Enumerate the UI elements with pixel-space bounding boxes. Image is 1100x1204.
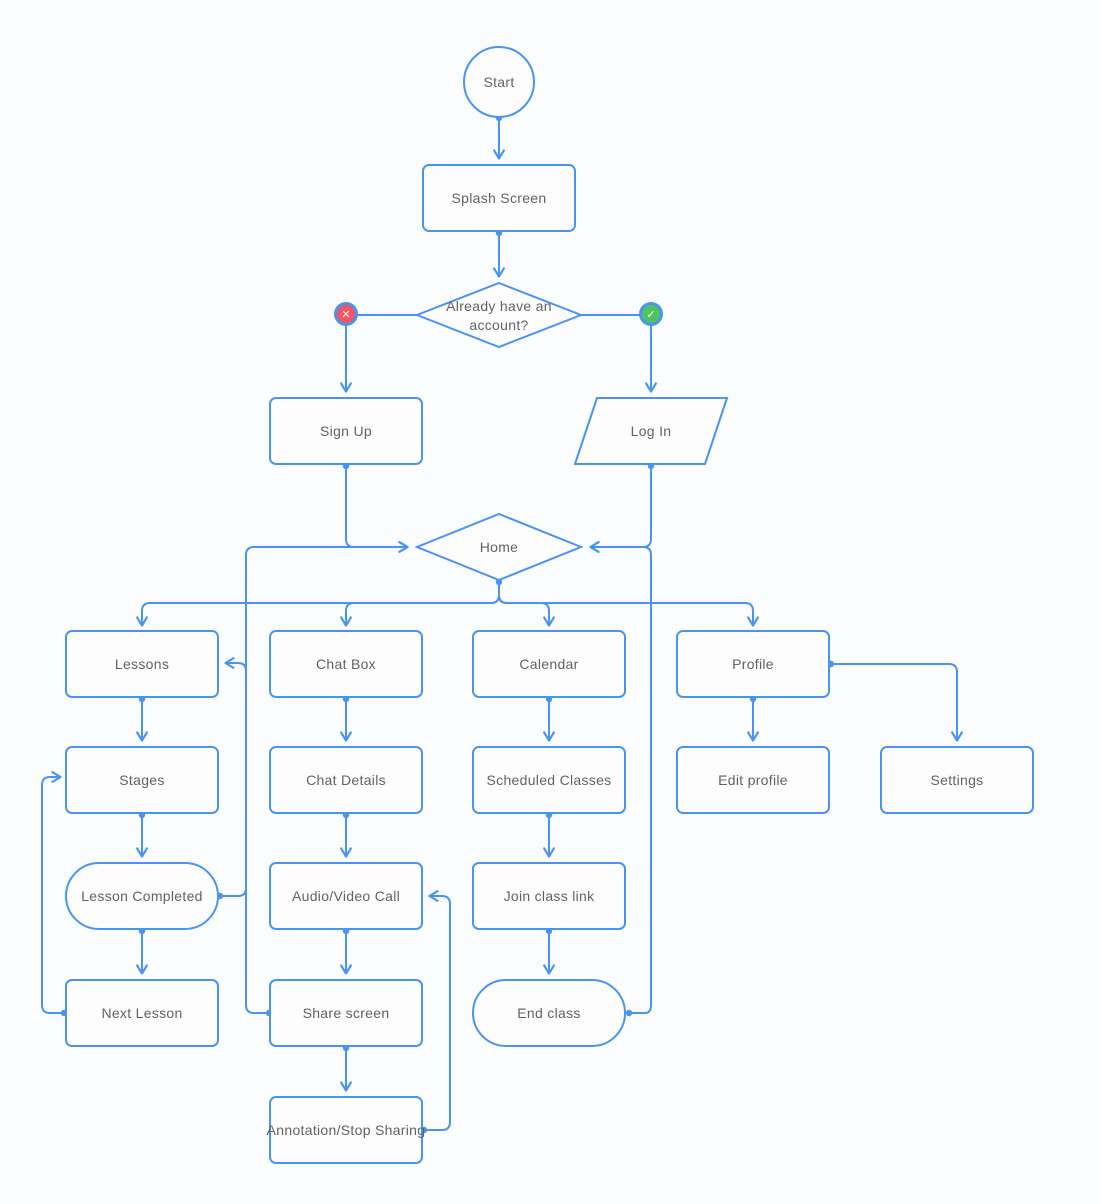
audio-video-call-label: Audio/Video Call — [292, 888, 400, 904]
profile-shape[interactable] — [676, 630, 830, 698]
profile-label: Profile — [732, 656, 774, 672]
chat-box-shape[interactable] — [269, 630, 423, 698]
end-class-label: End class — [517, 1005, 580, 1021]
lessons-label: Lessons — [115, 656, 169, 672]
connector-dot — [625, 1009, 633, 1017]
node-scheduled-classes: Scheduled Classes — [472, 746, 626, 814]
node-log-in: Log In — [573, 397, 729, 465]
edge-decision-login[interactable] — [580, 314, 657, 393]
account-decision-label-line2: account? — [469, 317, 528, 333]
account-decision-label-line1: Already have an — [446, 298, 552, 314]
node-audio-video-call: Audio/Video Call — [269, 862, 423, 930]
node-settings: Settings — [880, 746, 1034, 814]
nodes: Start Splash Screen Already have an acco… — [65, 46, 1034, 1164]
edge-login-home[interactable] — [589, 465, 652, 553]
node-annotation-stop-sharing: Annotation/Stop Sharing — [267, 1096, 426, 1164]
chat-details-shape[interactable] — [269, 746, 423, 814]
join-class-link-shape[interactable] — [472, 862, 626, 930]
account-decision-shape[interactable] — [414, 281, 584, 349]
share-screen-shape[interactable] — [269, 979, 423, 1047]
edge-home-chatbox[interactable] — [340, 581, 500, 627]
edge-profile-settings[interactable] — [830, 663, 963, 742]
share-screen-label: Share screen — [303, 1005, 390, 1021]
node-home: Home — [414, 512, 584, 582]
scheduled-classes-label: Scheduled Classes — [487, 772, 612, 788]
node-start: Start — [463, 46, 535, 118]
chat-details-label: Chat Details — [306, 772, 386, 788]
node-next-lesson: Next Lesson — [65, 979, 219, 1047]
calendar-shape[interactable] — [472, 630, 626, 698]
end-class-shape[interactable] — [472, 979, 626, 1047]
sign-up-label: Sign Up — [320, 423, 372, 439]
splash-screen-shape[interactable] — [422, 164, 576, 232]
node-sign-up: Sign Up — [269, 397, 423, 465]
no-badge-icon[interactable] — [334, 302, 358, 326]
edge-endclass-home[interactable] — [589, 541, 652, 1014]
badge-no: ✕ — [334, 302, 358, 326]
badges: ✕ ✓ — [334, 302, 663, 326]
node-join-class-link: Join class link — [472, 862, 626, 930]
badge-yes: ✓ — [639, 302, 663, 326]
edge-signup-home[interactable] — [345, 465, 409, 553]
check-icon: ✓ — [646, 308, 655, 321]
scheduled-classes-shape[interactable] — [472, 746, 626, 814]
log-in-shape[interactable] — [573, 397, 729, 465]
lessons-shape[interactable] — [65, 630, 219, 698]
sign-up-shape[interactable] — [269, 397, 423, 465]
edit-profile-shape[interactable] — [676, 746, 830, 814]
annotation-stop-sharing-label: Annotation/Stop Sharing — [267, 1122, 426, 1138]
node-edit-profile: Edit profile — [676, 746, 830, 814]
stages-shape[interactable] — [65, 746, 219, 814]
stages-label: Stages — [119, 772, 164, 788]
lesson-completed-label: Lesson Completed — [81, 888, 203, 904]
audio-video-call-shape[interactable] — [269, 862, 423, 930]
edge-lessoncompleted-lessons[interactable] — [219, 657, 247, 897]
settings-shape[interactable] — [880, 746, 1034, 814]
edge-annotation-audiovideo[interactable] — [423, 890, 451, 1131]
node-share-screen: Share screen — [269, 979, 423, 1047]
chat-box-label: Chat Box — [316, 656, 376, 672]
yes-badge-icon[interactable] — [639, 302, 663, 326]
annotation-stop-sharing-shape[interactable] — [269, 1096, 423, 1164]
node-end-class: End class — [472, 979, 626, 1047]
next-lesson-shape[interactable] — [65, 979, 219, 1047]
calendar-label: Calendar — [519, 656, 578, 672]
x-icon: ✕ — [341, 308, 350, 321]
lesson-completed-shape[interactable] — [65, 862, 219, 930]
log-in-label: Log In — [631, 423, 672, 439]
node-chat-box: Chat Box — [269, 630, 423, 698]
home-label: Home — [480, 539, 519, 555]
edit-profile-label: Edit profile — [718, 772, 788, 788]
node-splash-screen: Splash Screen — [422, 164, 576, 232]
node-account-decision: Already have an account? — [414, 281, 584, 349]
node-lesson-completed: Lesson Completed — [65, 862, 219, 930]
node-profile: Profile — [676, 630, 830, 698]
node-stages: Stages — [65, 746, 219, 814]
splash-screen-label: Splash Screen — [452, 190, 547, 206]
edge-home-profile[interactable] — [498, 581, 759, 627]
home-shape[interactable] — [414, 512, 584, 582]
next-lesson-label: Next Lesson — [101, 1005, 182, 1021]
start-label: Start — [483, 74, 514, 90]
edge-nextlesson-stages[interactable] — [41, 771, 65, 1014]
node-calendar: Calendar — [472, 630, 626, 698]
edge-decision-signup[interactable] — [340, 314, 418, 393]
settings-label: Settings — [931, 772, 984, 788]
node-chat-details: Chat Details — [269, 746, 423, 814]
join-class-link-label: Join class link — [504, 888, 596, 904]
start-shape[interactable] — [463, 46, 535, 118]
node-lessons: Lessons — [65, 630, 219, 698]
